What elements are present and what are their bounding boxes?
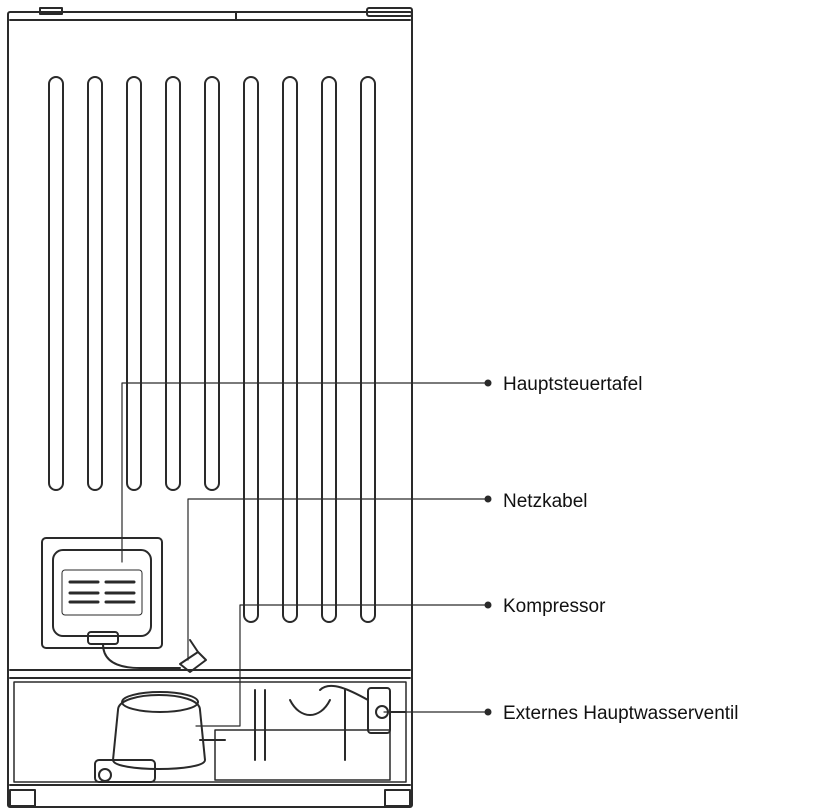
cabinet-body [7,7,413,808]
dot-main-control-panel [484,379,492,387]
main-control-panel [41,537,163,649]
condenser-coils [48,76,376,623]
label-compressor: Kompressor [503,596,606,617]
dot-external-water-valve [484,708,492,716]
leader-main-control-panel [121,382,489,563]
dot-compressor [484,601,492,609]
callout-dots [484,379,492,716]
label-external-water-valve: Externes Hauptwasserventil [503,703,739,724]
external-water-valve [319,684,406,734]
dot-power-cable [484,495,492,503]
machine-compartment [13,681,407,783]
label-main-control-panel: Hauptsteuertafel [503,374,643,395]
leader-power-cable [187,498,489,661]
callout-leaders [121,382,489,727]
leader-compressor [195,604,489,727]
power-cable [102,639,207,673]
compressor [94,691,226,783]
label-power-cable: Netzkabel [503,491,588,512]
